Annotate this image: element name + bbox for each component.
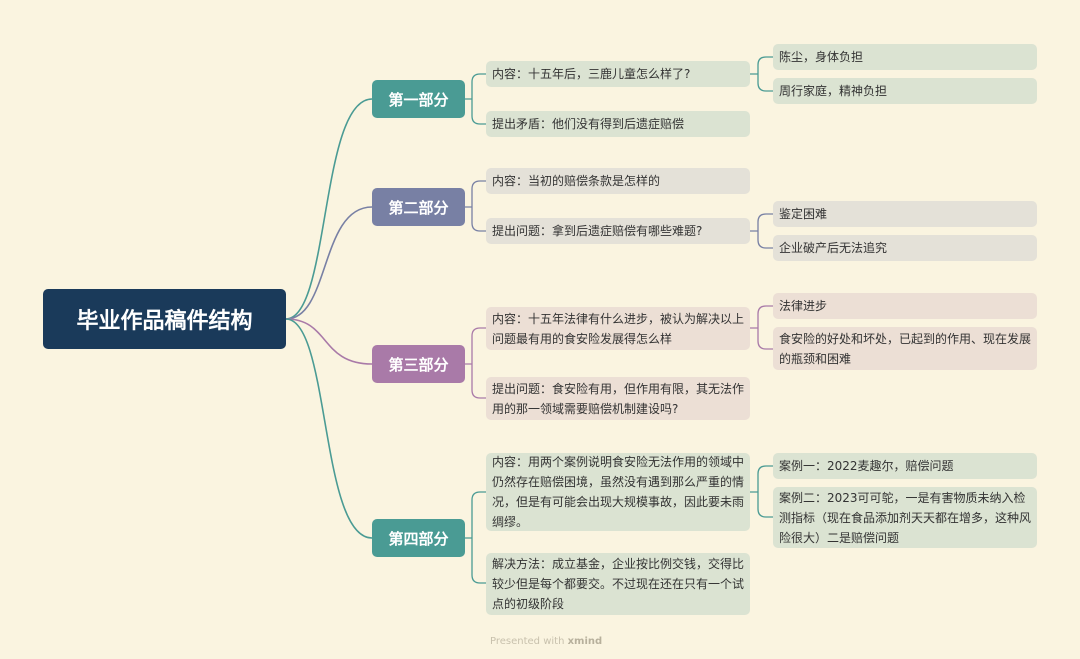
root-topic[interactable]: 毕业作品稿件结构 bbox=[43, 289, 286, 349]
part3-item1[interactable]: 内容：十五年法律有什么进步，被认为解决以上问题最有用的食安险发展得怎么样 bbox=[486, 307, 750, 350]
watermark-text: Presented with bbox=[490, 636, 565, 647]
part3-item1-sub2[interactable]: 食安险的好处和坏处，已起到的作用、现在发展的瓶颈和困难 bbox=[773, 327, 1037, 370]
part1-item1[interactable]: 内容：十五年后，三鹿儿童怎么样了? bbox=[486, 61, 750, 87]
part4-topic[interactable]: 第四部分 bbox=[372, 519, 465, 557]
part3-item1-sub1[interactable]: 法律进步 bbox=[773, 293, 1037, 319]
link-root-part3 bbox=[285, 318, 373, 365]
part3-item2[interactable]: 提出问题：食安险有用，但作用有限，其无法作用的那一领域需要赔偿机制建设吗? bbox=[486, 377, 750, 420]
part4-item1-sub2[interactable]: 案例二：2023可可鸵，一是有害物质未纳入检测指标（现在食品添加剂天天都在增多，… bbox=[773, 487, 1037, 548]
part1-item2[interactable]: 提出矛盾：他们没有得到后遗症赔偿 bbox=[486, 111, 750, 137]
part2-item1[interactable]: 内容：当初的赔偿条款是怎样的 bbox=[486, 168, 750, 194]
part3-topic[interactable]: 第三部分 bbox=[372, 345, 465, 383]
part4-item2[interactable]: 解决方法：成立基金，企业按比例交钱，交得比较少但是每个都要交。不过现在还在只有一… bbox=[486, 553, 750, 615]
part2-item2-sub1[interactable]: 鉴定困难 bbox=[773, 201, 1037, 227]
watermark: Presented with xmind bbox=[490, 636, 602, 647]
link-root-part1 bbox=[285, 98, 373, 320]
part1-topic[interactable]: 第一部分 bbox=[372, 80, 465, 118]
part2-topic[interactable]: 第二部分 bbox=[372, 188, 465, 226]
part2-item2[interactable]: 提出问题：拿到后遗症赔偿有哪些难题? bbox=[486, 218, 750, 244]
part1-item1-sub2[interactable]: 周行家庭，精神负担 bbox=[773, 78, 1037, 104]
part4-item1-sub1[interactable]: 案例一：2022麦趣尔，赔偿问题 bbox=[773, 453, 1037, 479]
part1-item1-sub1[interactable]: 陈尘，身体负担 bbox=[773, 44, 1037, 70]
part4-item1[interactable]: 内容：用两个案例说明食安险无法作用的领域中仍然存在赔偿困境，虽然没有遇到那么严重… bbox=[486, 453, 750, 531]
part2-item2-sub2[interactable]: 企业破产后无法追究 bbox=[773, 235, 1037, 261]
watermark-brand: xmind bbox=[567, 636, 603, 647]
link-root-part2 bbox=[285, 206, 373, 320]
link-root-part4 bbox=[285, 318, 373, 539]
